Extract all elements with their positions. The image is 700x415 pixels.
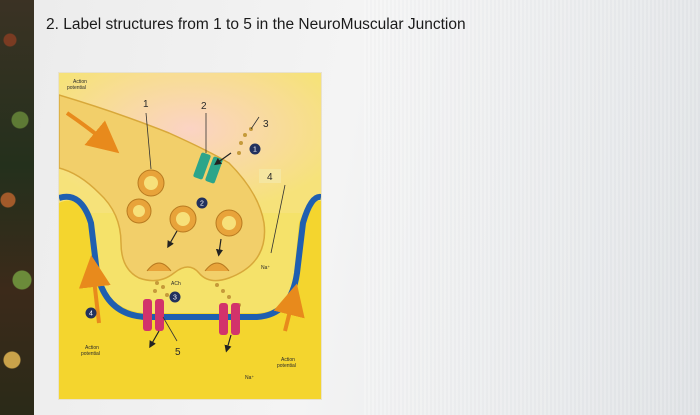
label-action-potential-top-line1: Action <box>73 79 87 85</box>
fusing-vesicles <box>146 262 230 272</box>
action-potential-arrow-left <box>78 255 111 324</box>
svg-text:4: 4 <box>89 311 93 318</box>
label-action-potential-top-line2: potential <box>67 85 86 91</box>
ach-molecules <box>153 127 253 307</box>
label-number-5: 5 <box>175 347 181 358</box>
label-action-potential-right-line2: potential <box>277 363 296 369</box>
action-potential-arrow-top <box>65 111 120 154</box>
step-badge-2: 2 <box>196 197 208 209</box>
step-badge-1: 1 <box>249 143 261 155</box>
screen-glare <box>364 0 700 415</box>
process-arrows <box>149 152 232 353</box>
ach-receptor-left <box>143 299 164 331</box>
label-number-4-box <box>259 169 281 183</box>
label-action-potential-left-line1: Action <box>85 345 99 351</box>
label-number-4: 4 <box>267 172 273 183</box>
ach-receptor-right <box>219 303 240 335</box>
label-number-3: 3 <box>263 119 269 130</box>
label-action-potential-left-line2: potential <box>81 351 100 357</box>
step-badge-4: 4 <box>85 307 97 319</box>
svg-text:2: 2 <box>200 201 204 208</box>
action-potential-arrow-right <box>273 283 305 332</box>
muscle-fiber <box>59 200 321 399</box>
label-na-cleft: Na⁺ <box>261 265 270 271</box>
label-number-2: 2 <box>201 101 207 112</box>
label-number-1: 1 <box>143 99 149 110</box>
svg-text:1: 1 <box>253 147 257 154</box>
leader-lines <box>145 112 286 342</box>
background-foliage <box>0 0 34 415</box>
step-badge-3: 3 <box>169 291 181 303</box>
question-title: 2. Label structures from 1 to 5 in the N… <box>46 16 466 33</box>
label-na-bottom: Na⁺ <box>245 375 254 381</box>
synaptic-vesicles <box>126 169 243 237</box>
neuromuscular-junction-diagram: 1 2 3 4 5 1 2 3 4 Action potential Actio… <box>58 72 322 400</box>
label-action-potential-right-line1: Action <box>281 357 295 363</box>
svg-text:3: 3 <box>173 295 177 302</box>
label-ach: ACh <box>171 281 181 287</box>
